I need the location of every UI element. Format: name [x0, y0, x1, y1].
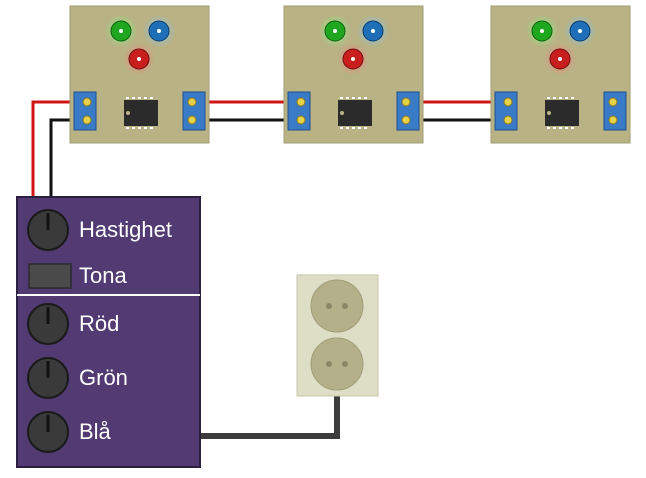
red-label: Röd — [79, 311, 120, 336]
chip-notch — [547, 111, 551, 115]
terminal-block-right — [603, 91, 627, 131]
red-wire-controller-to-board-1 — [31, 100, 80, 197]
board-3 — [490, 5, 631, 144]
terminal-screw — [187, 115, 197, 125]
speed-label: Hastighet — [79, 217, 172, 242]
chip-notch — [340, 111, 344, 115]
terminal-screw — [608, 115, 618, 125]
green-knob[interactable] — [27, 357, 69, 399]
blue-label: Blå — [79, 419, 111, 444]
terminal-screw — [503, 115, 513, 125]
board-1 — [69, 5, 210, 144]
terminal-screw — [503, 97, 513, 107]
led-highlight — [578, 29, 582, 33]
terminal-block-right — [182, 91, 206, 131]
led-highlight — [137, 57, 141, 61]
terminal-screw — [187, 97, 197, 107]
terminal-block-left — [494, 91, 518, 131]
blue-knob[interactable] — [27, 411, 69, 453]
led-highlight — [558, 57, 562, 61]
led-highlight — [371, 29, 375, 33]
led-highlight — [540, 29, 544, 33]
terminal-screw — [401, 115, 411, 125]
led-highlight — [351, 57, 355, 61]
controller-box — [16, 196, 201, 468]
tone-label: Tona — [79, 263, 127, 288]
wall-outlet — [296, 274, 379, 397]
board-2 — [283, 5, 424, 144]
socket-bottom[interactable] — [310, 337, 364, 391]
led-highlight — [333, 29, 337, 33]
terminal-screw — [296, 97, 306, 107]
wires — [31, 100, 500, 439]
chip-notch — [126, 111, 130, 115]
terminal-screw — [296, 115, 306, 125]
led-highlight — [119, 29, 123, 33]
terminal-screw — [608, 97, 618, 107]
terminal-block-left — [73, 91, 97, 131]
socket-top[interactable] — [310, 279, 364, 333]
led-highlight — [157, 29, 161, 33]
terminal-screw — [401, 97, 411, 107]
power-cable — [200, 396, 340, 439]
red-knob[interactable] — [27, 303, 69, 345]
terminal-screw — [82, 115, 92, 125]
tone-switch[interactable] — [28, 263, 72, 289]
green-label: Grön — [79, 365, 128, 390]
terminal-screw — [82, 97, 92, 107]
terminal-block-right — [396, 91, 420, 131]
terminal-block-left — [287, 91, 311, 131]
speed-knob[interactable] — [27, 209, 69, 251]
